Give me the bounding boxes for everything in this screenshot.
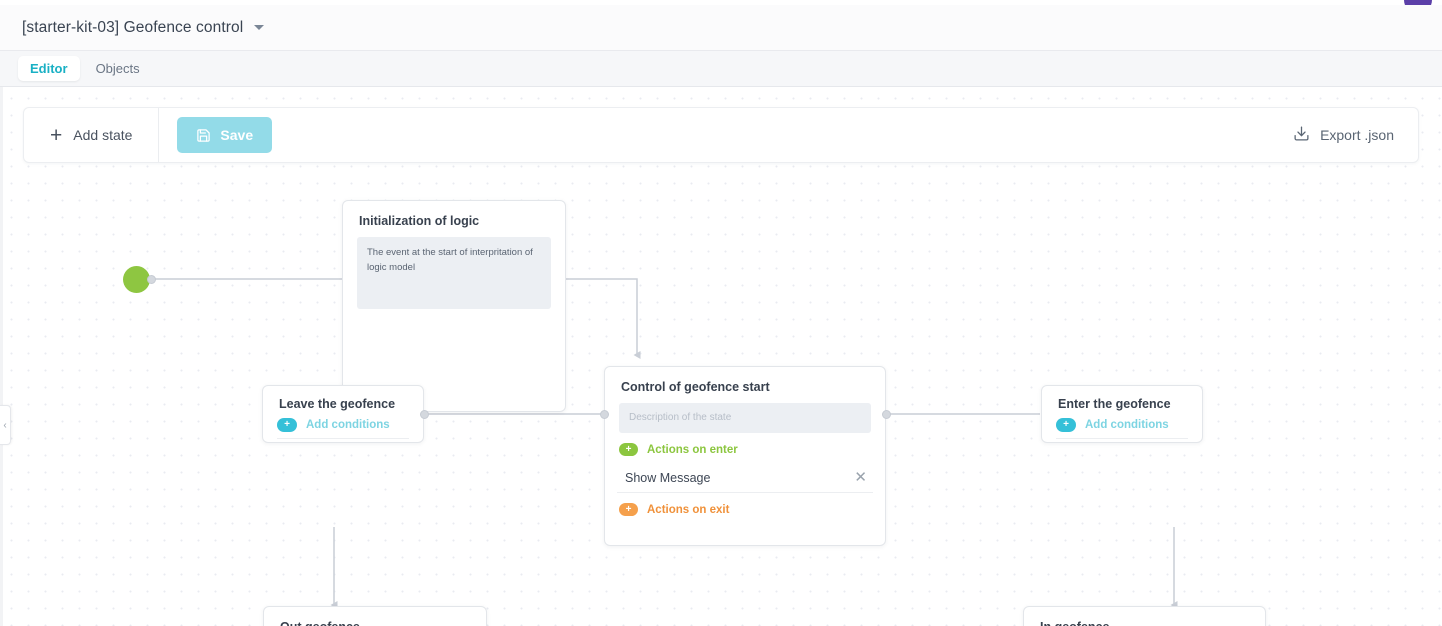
node-initialization[interactable]: Initialization of logic The event at the… (342, 200, 566, 412)
plus-circle-icon: + (619, 503, 638, 516)
divider (1056, 438, 1188, 439)
plus-circle-icon: + (277, 418, 297, 432)
export-json-button[interactable]: Export .json (1293, 125, 1394, 145)
action-item-label: Show Message (625, 470, 711, 485)
node-port-left[interactable] (600, 410, 609, 419)
add-conditions-label: Add conditions (1085, 419, 1169, 431)
save-button[interactable]: Save (177, 117, 273, 153)
editor-toolbar: + Add state Save (23, 107, 1419, 163)
download-icon (1293, 125, 1310, 145)
toolbar-divider (158, 108, 160, 162)
node-enter-geofence[interactable]: Enter the geofence + Add conditions (1041, 385, 1203, 443)
node-description: The event at the start of interpritation… (357, 237, 551, 309)
floppy-disk-icon (196, 128, 211, 143)
flow-canvas[interactable]: + Add state Save (0, 87, 1442, 626)
node-title: Enter the geofence (1058, 397, 1171, 411)
add-conditions-button[interactable]: + Add conditions (263, 418, 423, 432)
plus-icon: + (50, 123, 63, 147)
page-title: [starter-kit-03] Geofence control (22, 18, 244, 36)
actions-on-enter-label: Actions on enter (647, 443, 738, 456)
export-json-label: Export .json (1320, 127, 1394, 143)
add-state-label: Add state (73, 127, 133, 143)
actions-on-enter-button[interactable]: + Actions on enter (605, 443, 885, 456)
actions-on-exit-button[interactable]: + Actions on exit (605, 503, 885, 516)
chevron-left-icon: ‹ (3, 419, 7, 431)
add-state-button[interactable]: + Add state (24, 108, 158, 162)
tab-bar: Editor Objects (0, 51, 1442, 87)
sidebar-collapse-handle[interactable]: ‹ (0, 405, 11, 445)
close-icon[interactable]: ✕ (854, 469, 867, 486)
node-out-geofence[interactable]: Out geofence (263, 606, 487, 626)
plus-circle-icon: + (619, 443, 638, 456)
node-leave-geofence[interactable]: Leave the geofence + Add conditions (262, 385, 424, 443)
actions-on-exit-label: Actions on exit (647, 503, 730, 516)
tab-objects[interactable]: Objects (95, 60, 140, 76)
save-label: Save (220, 127, 254, 143)
action-item-show-message[interactable]: Show Message ✕ (617, 464, 873, 493)
node-port-right[interactable] (420, 410, 429, 419)
node-title: In geofence (1024, 607, 1265, 626)
node-control-geofence-start[interactable]: Control of geofence start Description of… (604, 366, 886, 546)
add-conditions-button[interactable]: + Add conditions (1042, 418, 1202, 432)
left-rail (0, 87, 3, 626)
node-port-right[interactable] (882, 410, 891, 419)
edge-init-to-control (565, 278, 641, 359)
chevron-down-icon[interactable] (254, 25, 265, 30)
add-conditions-label: Add conditions (306, 419, 390, 431)
start-node-port[interactable] (147, 275, 156, 284)
divider (277, 438, 409, 439)
node-description-placeholder[interactable]: Description of the state (619, 403, 871, 433)
node-in-geofence[interactable]: In geofence (1023, 606, 1266, 626)
tab-editor[interactable]: Editor (18, 55, 80, 82)
node-title: Control of geofence start (621, 380, 770, 394)
node-title: Initialization of logic (359, 214, 480, 228)
node-title: Leave the geofence (279, 397, 396, 411)
plus-circle-icon: + (1056, 418, 1076, 432)
start-node[interactable] (123, 266, 150, 293)
title-bar: [starter-kit-03] Geofence control (0, 5, 1442, 51)
node-title: Out geofence (264, 607, 486, 626)
